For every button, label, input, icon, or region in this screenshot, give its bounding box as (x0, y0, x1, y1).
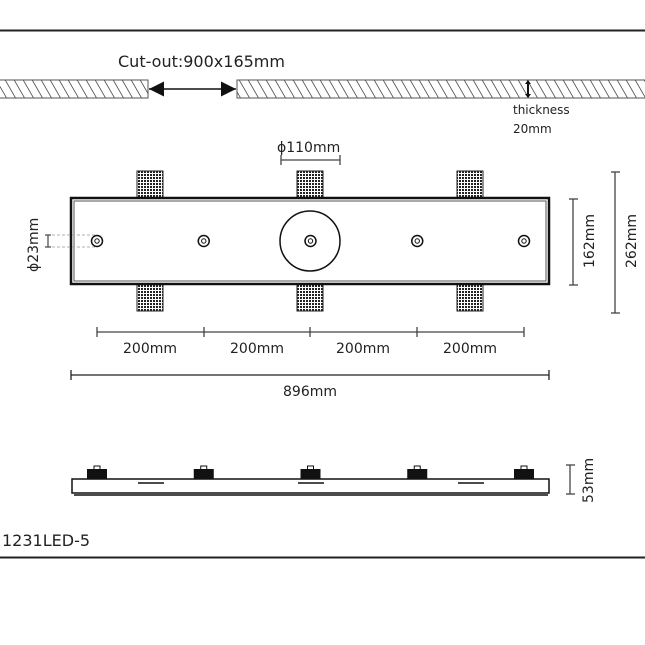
total-width-label: 896mm (283, 384, 337, 400)
fixture-side-view (71, 478, 550, 496)
mounting-clip (456, 283, 484, 312)
ceiling-section-left (0, 79, 149, 99)
mounting-clip (456, 170, 484, 199)
outer-height-dimension (611, 171, 620, 314)
spacing-dimension (96, 327, 525, 337)
light-point (411, 234, 424, 248)
mounting-clip (296, 283, 324, 312)
mounting-clip (136, 170, 164, 199)
large-hole-label: ϕ110mm (277, 140, 340, 156)
spacing-label: 200mm (123, 341, 177, 357)
side-light-module (87, 465, 107, 479)
side-light-module (193, 465, 214, 479)
total-width-dimension (70, 370, 550, 380)
side-light-module (407, 465, 428, 479)
thickness-indicator (525, 80, 531, 98)
side-light-module (300, 465, 321, 479)
outer-height-label: 262mm (624, 214, 640, 268)
inner-height-label: 162mm (582, 214, 598, 268)
mounting-clip (136, 283, 164, 312)
spacing-label: 200mm (230, 341, 284, 357)
depth-dimension (566, 464, 575, 495)
side-light-module (514, 465, 534, 479)
ceiling-section-right (236, 79, 645, 99)
light-point (517, 234, 531, 248)
small-hole-dimension (45, 234, 95, 248)
large-hole-dimension (280, 155, 341, 165)
light-point (304, 234, 317, 248)
light-point (90, 234, 104, 248)
inner-height-dimension (569, 198, 578, 286)
cutout-label: Cut-out:900x165mm (118, 52, 285, 71)
model-name: 1231LED-5 (2, 531, 90, 550)
depth-label: 53mm (581, 458, 597, 503)
thickness-label: thickness (513, 103, 570, 117)
center-large-hole (279, 210, 341, 272)
spacing-label: 200mm (336, 341, 390, 357)
spacing-label: 200mm (443, 341, 497, 357)
small-hole-label: ϕ23mm (26, 218, 42, 272)
mounting-clip (296, 170, 324, 199)
thickness-value: 20mm (513, 122, 552, 136)
light-point (197, 234, 210, 248)
